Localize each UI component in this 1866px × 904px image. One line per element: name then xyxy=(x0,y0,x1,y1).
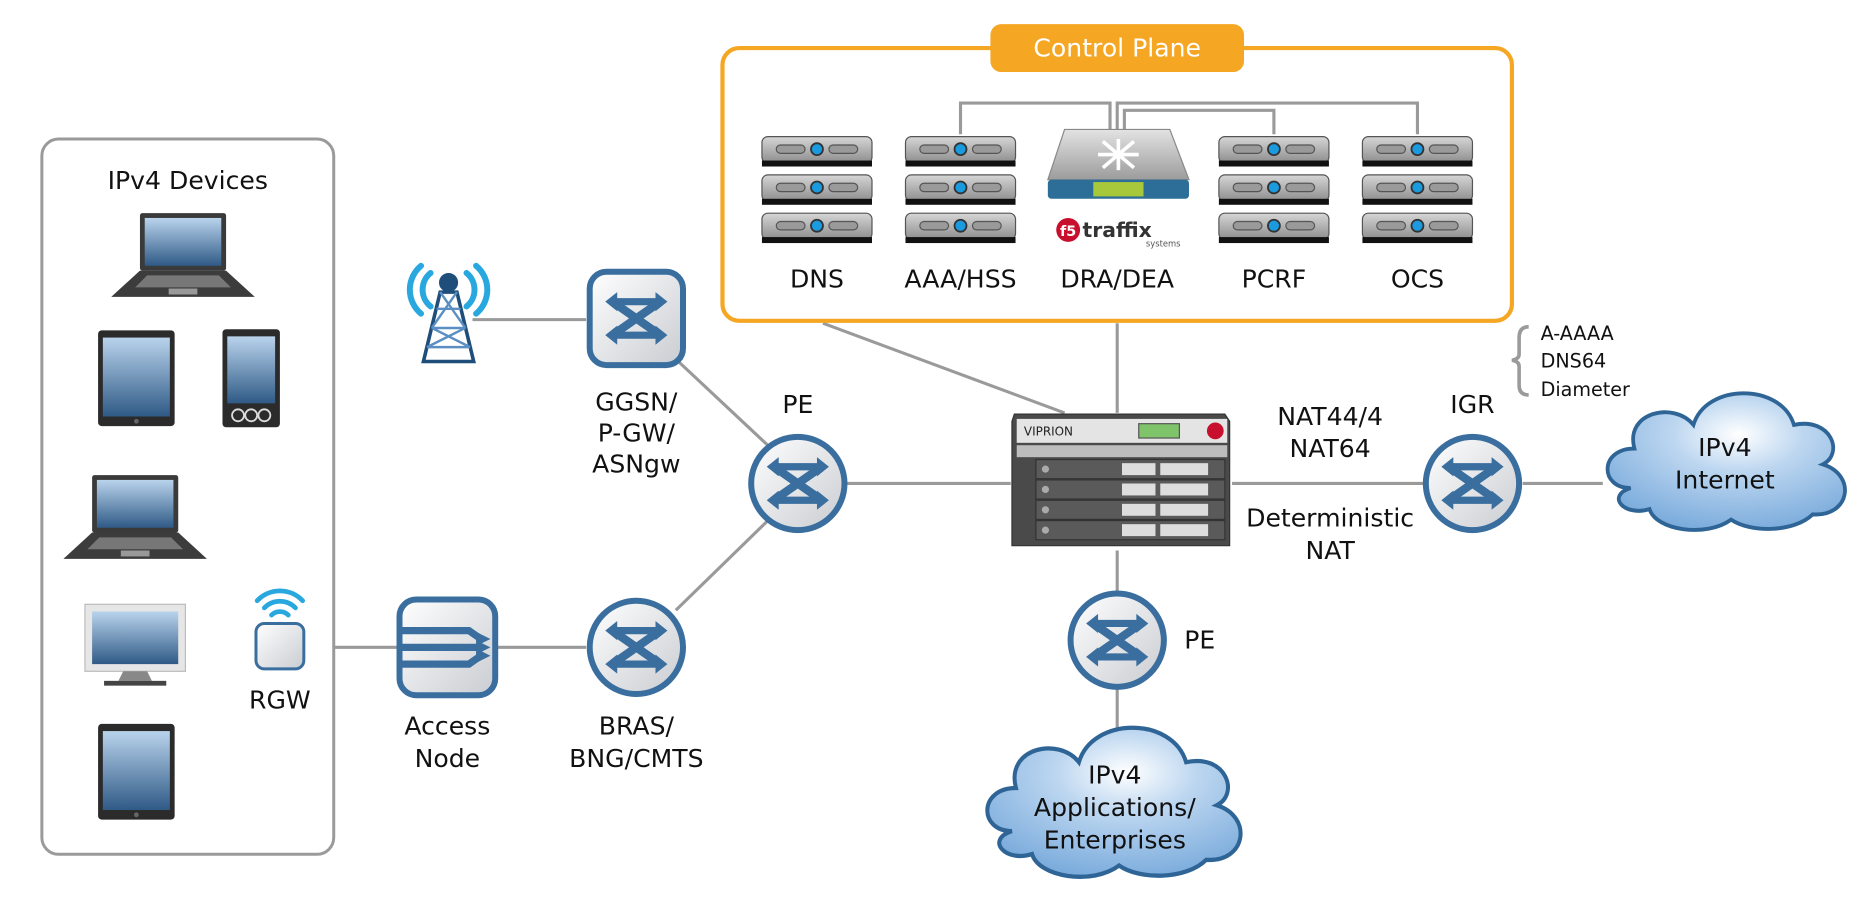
server-aaa-hss[interactable]: AAA/HSS xyxy=(904,137,1017,294)
bras-node[interactable]: BRAS/ BNG/CMTS xyxy=(569,597,704,773)
server-dns-label: DNS xyxy=(790,264,844,293)
ggsn-label-3: ASNgw xyxy=(592,450,680,479)
viprion-label: VIPRION xyxy=(1024,425,1073,439)
server-pcrf-label: PCRF xyxy=(1242,264,1307,293)
access-node[interactable]: Access Node xyxy=(396,596,499,773)
access-node-label-1: Access xyxy=(404,712,490,741)
wifi-icon xyxy=(254,588,306,618)
server-pcrf[interactable]: PCRF xyxy=(1219,137,1329,294)
pe-bottom-node[interactable]: PE xyxy=(1067,590,1216,690)
server-dns[interactable]: DNS xyxy=(762,137,872,294)
traffix-logo: f5 traffix systems xyxy=(1056,217,1181,249)
server-icon xyxy=(905,137,1015,243)
server-icon xyxy=(1219,137,1329,243)
pe-left-label: PE xyxy=(782,390,813,419)
server-icon xyxy=(762,137,872,243)
ipv4-devices-group: IPv4 Devices xyxy=(40,137,336,856)
ggsn-label-2: P-GW/ xyxy=(598,419,676,448)
svg-text:f5: f5 xyxy=(1060,224,1076,240)
bras-label-1: BRAS/ xyxy=(599,712,675,741)
link-ggsn-pe xyxy=(674,357,773,450)
function-dns64: DNS64 xyxy=(1541,349,1607,372)
devices-group-border xyxy=(40,137,336,856)
router-icon xyxy=(254,621,306,671)
pe-left-node[interactable]: PE xyxy=(748,390,848,534)
traffix-brand: traffix xyxy=(1083,218,1152,242)
ggsn-node[interactable]: GGSN/ P-GW/ ASNgw xyxy=(586,268,686,479)
link-aaa-dra xyxy=(958,101,1112,135)
brace-icon xyxy=(1511,325,1529,397)
nat-functions: NAT44/4 NAT64 Deterministic NAT xyxy=(1246,402,1414,565)
cloud-applications-label-3: Enterprises xyxy=(1044,825,1186,854)
server-aaa-hss-label: AAA/HSS xyxy=(904,264,1016,293)
cloud-applications-label-1: IPv4 xyxy=(1088,761,1141,790)
link-ocs-dra xyxy=(1115,101,1419,135)
blade-slots xyxy=(1035,458,1226,541)
link-pcrf-dra xyxy=(1122,108,1276,135)
viprion-chassis[interactable]: VIPRION xyxy=(1011,413,1231,547)
rgw-node[interactable]: RGW xyxy=(249,588,311,715)
cell-tower-icon[interactable] xyxy=(406,262,491,364)
bras-label-2: BNG/CMTS xyxy=(569,744,703,773)
smartphone-icon xyxy=(221,328,281,429)
cloud-internet-label-2: Internet xyxy=(1675,465,1775,494)
server-icon xyxy=(1362,137,1472,243)
server-dra-dea[interactable]: f5 traffix systems DRA/DEA xyxy=(1047,128,1190,293)
nat64-label: NAT64 xyxy=(1289,434,1370,463)
deterministic-nat-label: NAT xyxy=(1305,536,1355,565)
control-functions-list: A-AAAA DNS64 Diameter xyxy=(1511,322,1630,401)
traffix-brand-sub: systems xyxy=(1146,239,1181,249)
igr-node[interactable]: IGR xyxy=(1422,390,1523,534)
server-ocs-label: OCS xyxy=(1391,264,1444,293)
server-dra-dea-label: DRA/DEA xyxy=(1060,264,1174,293)
control-plane-badge xyxy=(990,24,1244,73)
cloud-applications[interactable]: IPv4 Applications/ Enterprises xyxy=(987,728,1240,877)
server-ocs[interactable]: OCS xyxy=(1362,137,1472,294)
nat44-label: NAT44/4 xyxy=(1277,402,1383,431)
control-plane-group: Control Plane DNS AAA/HSS f5 traffix sys… xyxy=(720,24,1515,323)
igr-label: IGR xyxy=(1450,390,1494,419)
devices-group-title: IPv4 Devices xyxy=(108,166,268,195)
pe-bottom-label: PE xyxy=(1184,626,1215,655)
deterministic-label: Deterministic xyxy=(1246,504,1414,533)
rgw-label: RGW xyxy=(249,685,311,714)
function-a-aaaa: A-AAAA xyxy=(1541,322,1614,345)
control-plane-title: Control Plane xyxy=(1033,33,1201,62)
access-node-label-2: Node xyxy=(415,744,481,773)
cloud-applications-label-2: Applications/ xyxy=(1034,793,1196,822)
cloud-internet[interactable]: IPv4 Internet xyxy=(1605,391,1847,532)
tablet-icon xyxy=(98,330,175,427)
cloud-internet-label-1: IPv4 xyxy=(1698,433,1751,462)
diameter-switch-icon xyxy=(1047,128,1190,199)
link-bras-pe xyxy=(674,515,773,612)
function-diameter: Diameter xyxy=(1541,378,1630,401)
tablet-icon xyxy=(98,723,175,820)
link-controlplane-viprion xyxy=(822,321,1066,415)
ggsn-label-1: GGSN/ xyxy=(595,388,678,417)
